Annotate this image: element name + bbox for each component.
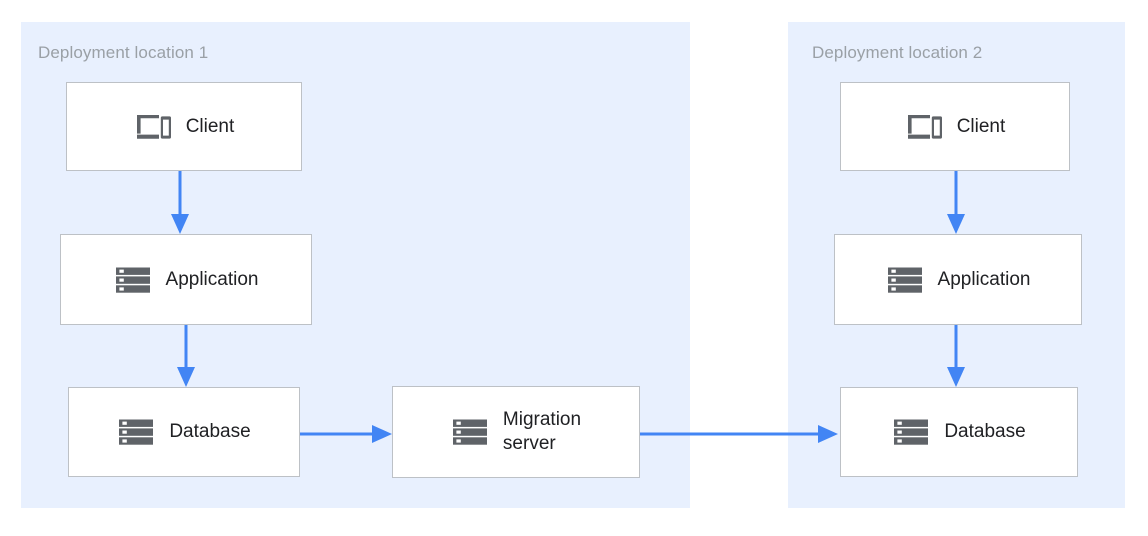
server-icon	[114, 261, 152, 299]
edge-app2-to-db2	[944, 325, 968, 389]
node-label-application-2: Application	[937, 268, 1031, 290]
edge-client1-to-app1	[168, 170, 192, 236]
edge-app1-to-db1	[174, 325, 198, 389]
node-migration-server[interactable]: Migration server	[392, 386, 640, 478]
node-database-1[interactable]: Database	[68, 387, 300, 477]
edge-migration-to-db2	[640, 422, 840, 446]
node-application-1[interactable]: Application	[60, 234, 312, 325]
node-client-2[interactable]: Client	[840, 82, 1070, 171]
node-label-client-1: Client	[185, 115, 235, 137]
zone-label-deployment-location-1: Deployment location 1	[38, 43, 209, 62]
devices-icon	[905, 108, 943, 146]
edge-db1-to-migration	[300, 422, 394, 446]
node-application-2[interactable]: Application	[834, 234, 1082, 325]
server-icon	[117, 413, 155, 451]
node-label-client-2: Client	[956, 115, 1006, 137]
node-label-database-2: Database	[944, 421, 1026, 443]
server-icon	[886, 261, 924, 299]
node-client-1[interactable]: Client	[66, 82, 302, 171]
node-label-application-1: Application	[165, 268, 259, 290]
server-icon	[451, 413, 489, 451]
devices-icon	[134, 108, 172, 146]
server-icon	[892, 413, 930, 451]
zone-label-deployment-location-2: Deployment location 2	[812, 43, 983, 62]
edge-client2-to-app2	[944, 170, 968, 236]
node-label-database-1: Database	[169, 421, 251, 443]
node-label-migration-server: Migration server	[502, 409, 582, 454]
node-database-2[interactable]: Database	[840, 387, 1078, 477]
